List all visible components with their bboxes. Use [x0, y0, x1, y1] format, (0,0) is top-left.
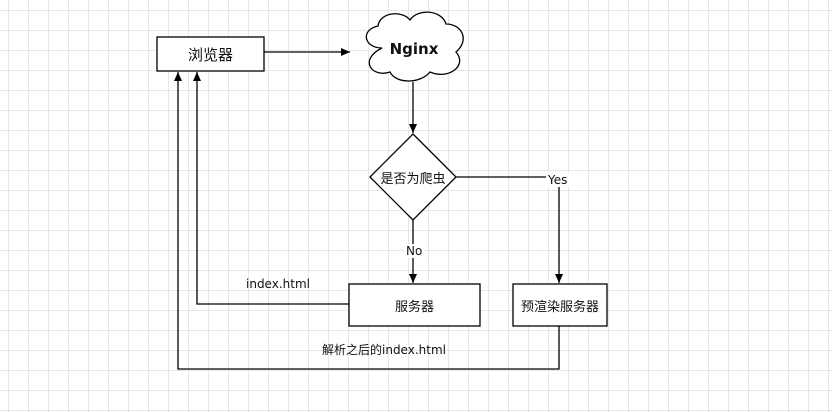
prerender-server-node — [512, 283, 608, 327]
nginx-label: Nginx — [389, 40, 439, 58]
edge-decision-to-prerender — [456, 176, 563, 283]
index-html-edge-label: index.html — [246, 277, 310, 291]
browser-node — [156, 36, 265, 72]
server-node — [348, 283, 481, 327]
edge-server-to-browser — [193, 72, 349, 305]
yes-edge-label: Yes — [546, 173, 570, 187]
crawler-decision-label: 是否为爬虫 — [380, 171, 446, 187]
browser-label: 浏览器 — [187, 45, 233, 64]
server-label: 服务器 — [394, 299, 434, 315]
nginx-cloud-node — [365, 11, 464, 82]
edge-prerender-to-browser — [174, 72, 560, 370]
prerender-server-label: 预渲染服务器 — [520, 299, 599, 315]
parsed-index-html-edge-label: 解析之后的index.html — [322, 343, 446, 357]
no-edge-label: No — [404, 244, 425, 258]
